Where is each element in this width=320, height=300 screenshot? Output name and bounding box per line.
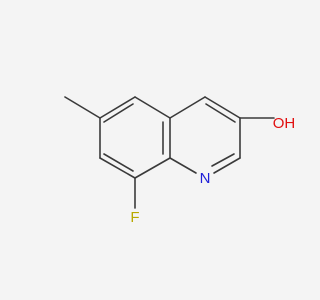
bond-c4a-c5 (134, 96, 171, 119)
structure-canvas: N F OH (64, 96, 296, 226)
bond-c7-c8-double (103, 153, 134, 172)
bond-c2-n1-double (211, 153, 235, 167)
molecule-diagram: N F OH (64, 96, 296, 226)
bond-c2-n1 (213, 157, 241, 174)
bond-n1-c8a (169, 157, 197, 174)
bond-c5-c6-double (103, 103, 134, 123)
bond-c5-c6 (99, 96, 136, 119)
bond-methyl (64, 96, 101, 119)
bond-c4-c3-double (205, 103, 236, 123)
bond-c7-c8 (99, 157, 136, 179)
bond-c8-c8a (134, 157, 171, 179)
bond-c4a-c4 (169, 96, 206, 119)
atom-label-oh: OH (273, 115, 296, 132)
atom-label-f: F (130, 209, 139, 226)
atom-label-n: N (200, 170, 211, 187)
bond-c4-c3 (204, 96, 241, 119)
